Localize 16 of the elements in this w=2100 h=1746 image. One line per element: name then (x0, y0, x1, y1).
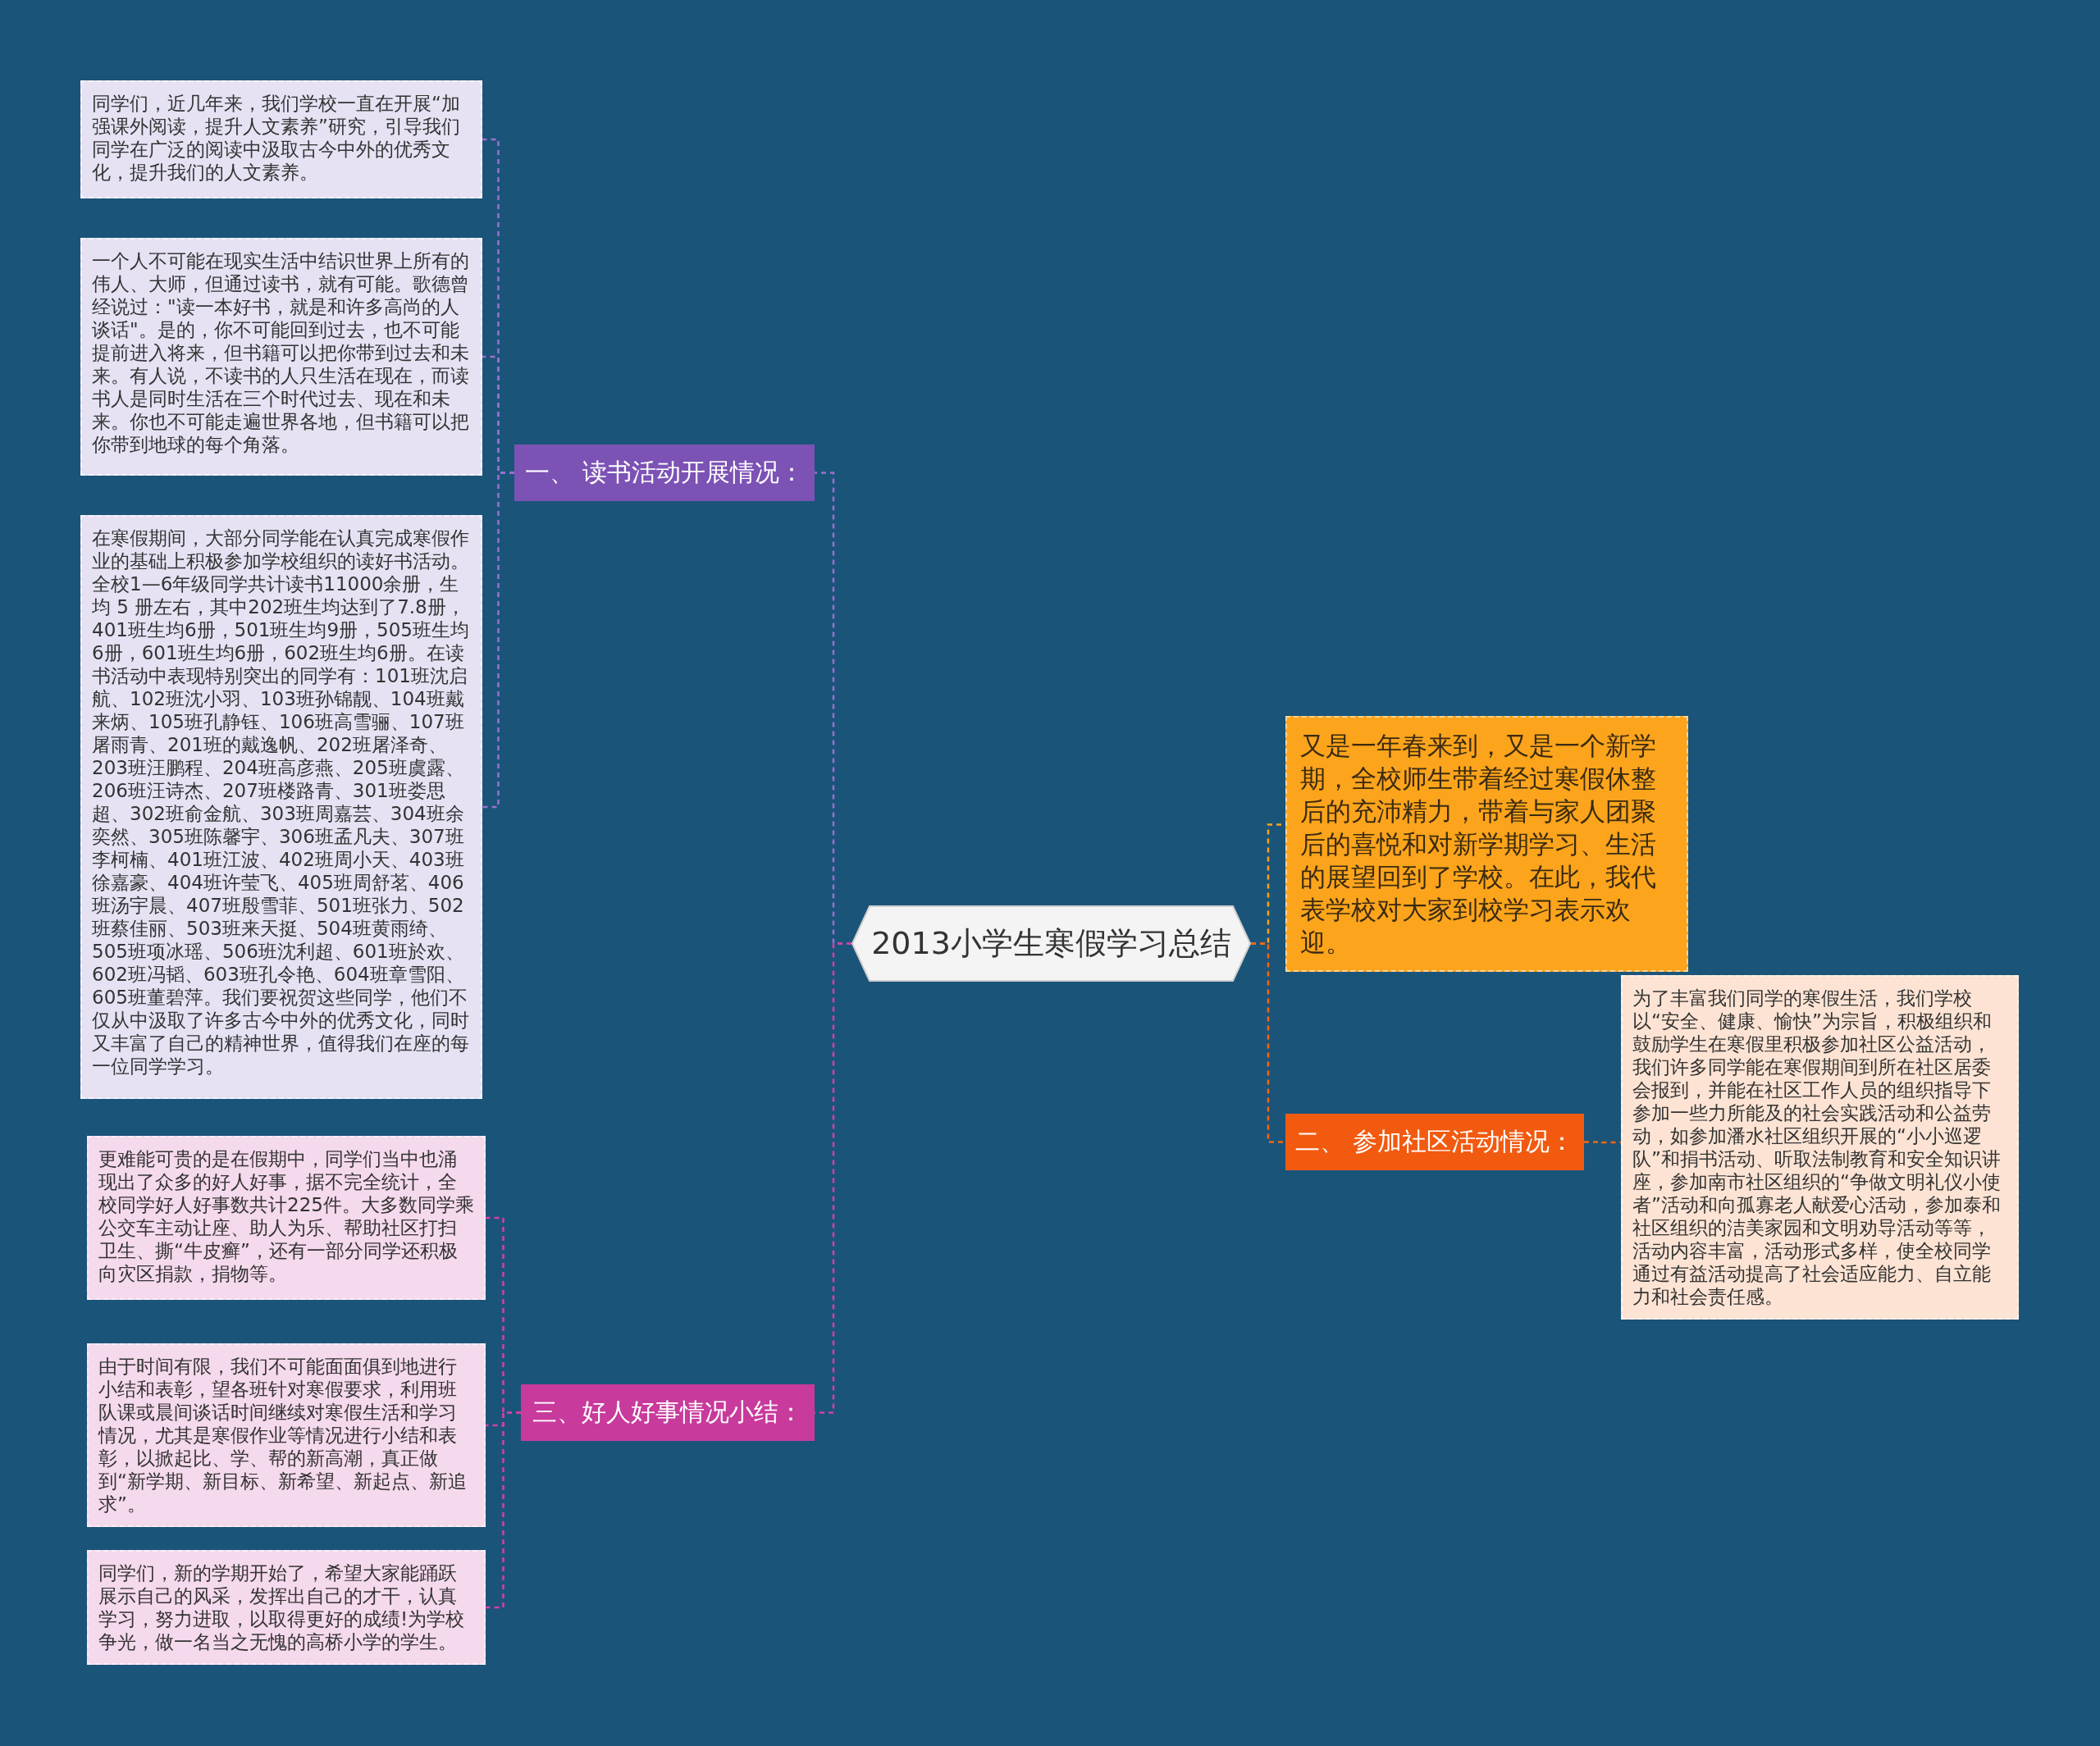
branch-box: 三、好人好事情况小结： (521, 1384, 815, 1441)
connector-line (486, 1411, 521, 1609)
text-box: 由于时间有限，我们不可能面面俱到地进行小结和表彰，望各班针对寒假要求，利用班队课或晨间谈话时间继续对寒假生活和学习情况，尤其是寒假作业等情况进行小结和表彰，以掀起比、学、帮的新高潮，真正做到“新学期、新目标、新希望、新起点、新追求”。 (87, 1343, 486, 1527)
text-box: 同学们，新的学期开始了，希望大家能踊跃展示自己的风采，发挥出自己的才干，认真学习，努力进取，以取得更好的成绩!为学校争光，做一名当之无愧的高桥小学的学生。 (87, 1550, 486, 1665)
branch-box: 一、 读书活动开展情况： (514, 444, 815, 501)
connector-line (1251, 942, 1285, 1143)
title-hexagon: 2013小学生寒假学习总结 (851, 905, 1251, 982)
connector-line (1584, 1141, 1621, 1144)
text-box: 同学们，近几年来，我们学校一直在开展“加强课外阅读，提升人文素养”研究，引导我们同学在广泛的阅读中汲取古今中外的优秀文化，提升我们的人文素养。 (80, 80, 482, 198)
text-box: 一个人不可能在现实生活中结识世界上所有的伟人、大师，但通过读书，就有可能。歌德曾经说过："读一本好书，就是和许多高尚的人谈话"。是的，你不可能回到过去，也不可能提前进入将来，但书籍可以把你带到过去和未来。有人说，不读书的人只生活在现在，而读书人是同时生活在三个时代过去、现在和未来。你也不可能走遍世界各地，但书籍可以把你带到地球的每个角落。 (80, 238, 482, 476)
text-box: 在寒假期间，大部分同学能在认真完成寒假作业的基础上积极参加学校组织的读好书活动。全校1—6年级同学共计读书11000余册，生均 5 册左右，其中202班生均达到了7.8册，401班生均6册，501班生均9册，505班生均6册，601班生均6册，602班生均6册。在读书活动中表现特别突出的同学有：101班沈启航、102班沈小羽、103班孙锦靓、104班戴来炳、105班孔静钰、106班高雪骊、107班屠雨青、201班的戴逸帆、202班屠泽奇、203班汪鹏程、204班高彦燕、205班虞露、206班汪诗杰、207班楼路青、301班娄思超、302班俞金航、303班周嘉芸、304班余奕然、305班陈馨宇、306班孟凡夫、307班李柯楠、401班江波、402班周小天、403班徐嘉豪、404班许莹飞、405班周舒茗、406班汤宇晨、407班殷雪菲、501班张力、502班蔡佳丽、503班来天挺、504班黄雨绮、505班项冰瑶、506班沈利超、601班於欢、602班冯韬、603班孔令艳、604班章雪阳、605班董碧萍。我们要祝贺这些同学，他们不仅从中汲取了许多古今中外的优秀文化，同时又丰富了自己的精神世界，值得我们在座的每一位同学学习。 (80, 515, 482, 1099)
text-box: 又是一年春来到，又是一个新学期，全校师生带着经过寒假休整后的充沛精力，带着与家人团聚后的喜悦和对新学期学习、生活的展望回到了学校。在此，我代表学校对大家到校学习表示欢迎。 (1285, 716, 1688, 972)
text-box: 更难能可贵的是在假期中，同学们当中也涌现出了众多的好人好事，据不完全统计，全校同学好人好事数共计225件。大多数同学乘公交车主动让座、助人为乐、帮助社区打扫卫生、撕“牛皮癣”，还有一部分同学还积极向灾区捐款，捐物等。 (87, 1136, 486, 1300)
text-box: 为了丰富我们同学的寒假生活，我们学校以“安全、健康、愉快”为宗旨，积极组织和鼓励学生在寒假里积极参加社区公益活动，我们许多同学能在寒假期间到所在社区居委会报到，并能在社区工作人员的组织指导下参加一些力所能及的社会实践活动和公益劳动，如参加潘水社区组织开展的“小小巡逻队”和捐书活动、听取法制教育和安全知识讲座，参加南市社区组织的“争做文明礼仪小使者”活动和向孤寡老人献爱心活动，参加泰和社区组织的洁美家园和文明劝导活动等等，活动内容丰富，活动形式多样，使全校同学通过有益活动提高了社会适应能力、自立能力和社会责任感。 (1621, 975, 2019, 1320)
connector-line (482, 472, 514, 809)
branch-box: 二、 参加社区活动情况： (1285, 1114, 1584, 1170)
